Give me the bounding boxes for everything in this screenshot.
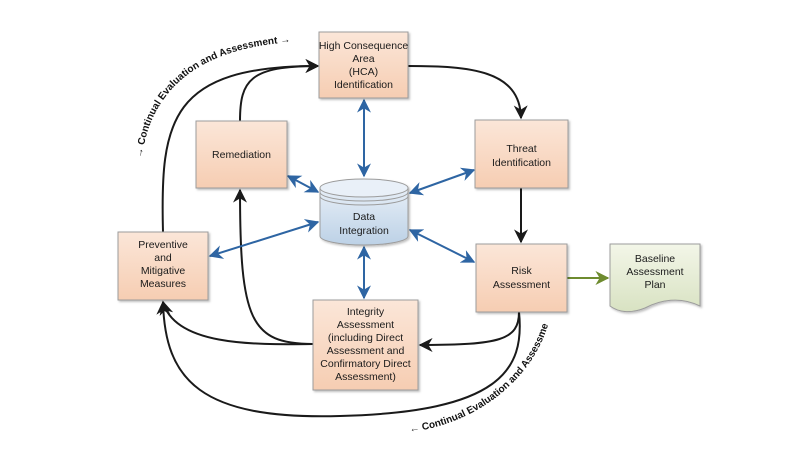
node-preventive-line: Measures [140,278,186,290]
edge-data-risk [408,229,476,263]
edge-risk-to-preventive [156,300,521,418]
edge-preventive-to-hca [161,59,320,233]
node-integrity-line: Confirmatory Direct [320,358,411,370]
node-hca-line: High Consequence [319,40,408,52]
node-risk-line: Risk [511,265,532,277]
node-baseline-line: Plan [644,279,665,291]
edge-data-remediation [286,175,320,193]
node-hca-line: Area [352,53,374,65]
edge-data-preventive [208,219,320,259]
node-integrity-line: Integrity [347,306,385,318]
edge-risk-to-integrity [418,311,520,352]
loop-label-bottom: ← Continual Evaluation and Assessment ← [0,0,551,435]
node-integrity-line: Assessment and [327,345,405,357]
node-data-line: Integration [339,225,389,237]
node-integrity-line: (including Direct [328,332,403,344]
node-remediation[interactable]: Remediation [195,120,288,189]
node-integrity-line: Assessment [337,319,394,331]
node-baseline-line: Baseline [635,253,675,265]
node-baseline-line: Assessment [626,266,683,278]
loop-label-bottom-text: ← Continual Evaluation and Assessment ← [0,0,551,435]
node-remediation-line: Remediation [212,149,271,161]
data-edges [208,98,476,300]
node-hca-line: (HCA) [349,66,378,78]
node-threat-line: Threat [506,143,536,155]
node-preventive-line: Preventive [138,239,188,251]
node-data-line: Data [353,211,375,223]
node-hca-line: Identification [334,79,393,91]
edge-data-threat [408,167,476,196]
node-preventive-line: and [154,252,172,264]
edge-integrity-to-remediation [233,188,314,345]
node-preventive-line: Mitigative [141,265,186,277]
node-risk-line: Assessment [493,279,550,291]
flow-edges [156,59,528,418]
node-threat-line: Identification [492,157,551,169]
edge-hca-to-threat [407,65,528,120]
edge-integrity-to-preventive [159,300,314,346]
node-integrity-line: Assessment) [335,371,396,383]
edge-remediation-to-hca [239,59,320,122]
svg-text:Remediation: Remediation [212,149,271,161]
